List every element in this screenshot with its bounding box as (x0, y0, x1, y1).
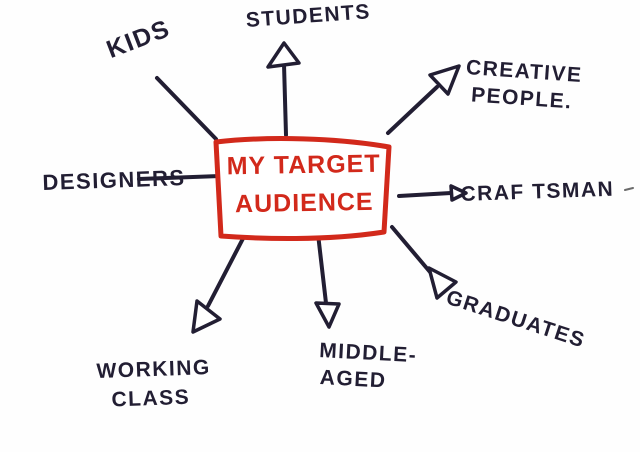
connector-line-craftsman (397, 191, 453, 198)
center-node-box (213, 136, 392, 242)
connector-line-students (282, 62, 288, 137)
node-label-working-class-line1: WORKING (96, 356, 212, 383)
node-label-creative-people: CREATIVE PEOPLE. (463, 54, 583, 117)
connector-line-graduates (390, 225, 432, 274)
center-title-line1: MY TARGET (226, 149, 381, 181)
node-label-middle-aged: MIDDLE- AGED (317, 337, 418, 397)
node-label-middle-aged-line2: AGED (319, 366, 388, 393)
center-node-title: MY TARGET AUDIENCE (219, 146, 388, 224)
connector-line-creative-people (386, 85, 439, 135)
arrowhead-creative-people-icon (428, 64, 461, 96)
connector-line-kids (155, 76, 218, 141)
arrowhead-working-class-icon (191, 299, 222, 334)
connector-line-middle-aged (316, 232, 328, 305)
arrowhead-graduates-icon (427, 266, 458, 300)
arrowhead-students-icon (266, 41, 301, 69)
node-label-craftsman: CRAF TSMAN (460, 177, 615, 206)
connector-line-designers (137, 174, 222, 181)
arrowhead-craftsman-icon (449, 184, 468, 202)
arrowhead-middle-aged-icon (314, 301, 341, 329)
node-label-working-class: WORKING CLASS (96, 353, 212, 416)
node-label-working-class-line2: CLASS (111, 386, 191, 412)
center-title-line2: AUDIENCE (234, 187, 374, 218)
node-label-designers: DESIGNERS (42, 165, 186, 195)
stray-mark (624, 187, 634, 191)
